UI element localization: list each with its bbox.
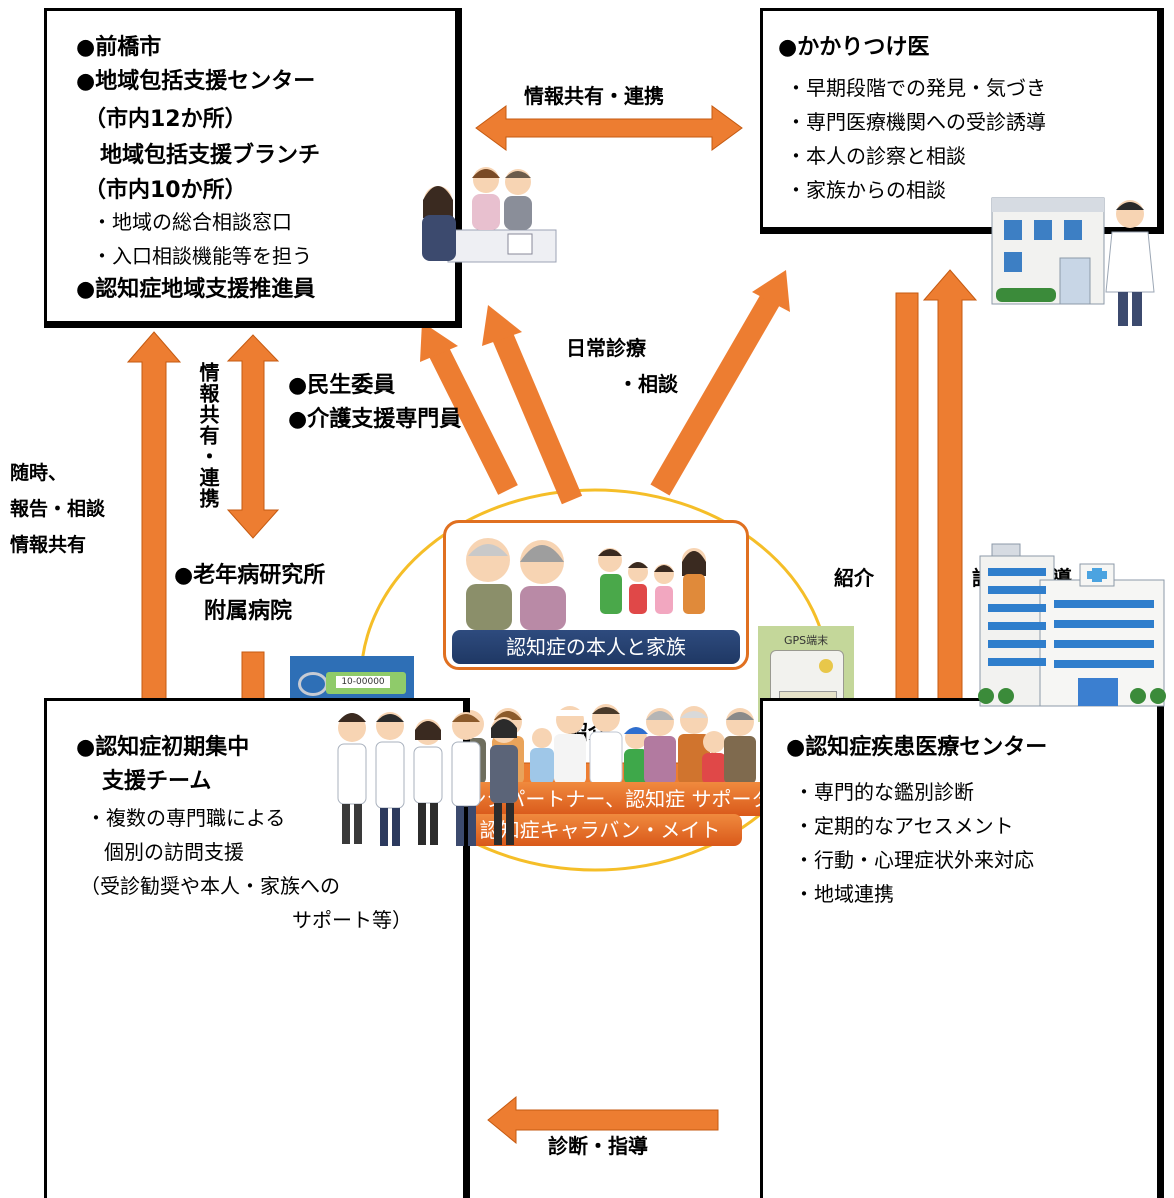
- key-ring: [298, 672, 328, 696]
- consultation-illustration: [422, 167, 557, 263]
- family-to-doctor-arrow: [650, 270, 790, 496]
- family-to-center-arrows: [420, 305, 583, 505]
- family-doctor-item-4: ・家族からの相談: [786, 178, 946, 202]
- referral-right-label: 紹介: [834, 566, 874, 590]
- daily-care-label: 日常診療: [566, 336, 646, 360]
- family-doctor-title: ●かかりつけ医: [778, 35, 930, 60]
- team-title-2: 支援チーム: [102, 769, 212, 794]
- minsei-label: ●民生委員: [288, 373, 396, 398]
- team-title-1: ●認知症初期集中: [76, 735, 250, 760]
- care-manager-label: ●介護支援専門員: [288, 407, 462, 432]
- team-desc-2: 個別の訪問支援: [104, 840, 244, 864]
- branch-title: 地域包括支援ブランチ: [100, 143, 321, 168]
- daily-consult-label: ・相談: [618, 372, 678, 396]
- team-desc-1: ・複数の専門職による: [86, 806, 286, 830]
- family-doctor-item-3: ・本人の診察と相談: [786, 144, 966, 168]
- family-doctor-item-2: ・専門医療機関への受診誘導: [786, 110, 1046, 134]
- gps-device-button: [819, 659, 833, 673]
- family-banner: 認知症の本人と家族: [452, 630, 740, 664]
- family-illustration: [466, 538, 706, 630]
- top-link-arrow: [475, 105, 743, 151]
- family-doctor-box: [760, 8, 1164, 234]
- top-link-label: 情報共有・連携: [524, 84, 664, 108]
- medical-center-item-1: ・専門的な鑑別診断: [794, 780, 974, 804]
- hospital-illustration: [978, 543, 1166, 707]
- gps-device-label: GPS端末: [784, 634, 829, 647]
- team-desc-3: （受診勧奨や本人・家族への: [80, 874, 340, 898]
- left-side-label-1: 随時、: [10, 462, 68, 484]
- community-center-count: （市内12か所）: [84, 107, 247, 132]
- dementia-promoter-title: ●認知症地域支援推進員: [76, 277, 316, 302]
- community-center-title: ●地域包括支援センター: [76, 69, 316, 94]
- id-tag-body: 10-00000: [326, 672, 406, 694]
- hospital-label-1: ●老年病研究所: [174, 563, 326, 588]
- left-double-arrow: [226, 334, 280, 539]
- hospital-label-2: 附属病院: [204, 599, 293, 624]
- medical-center-item-4: ・地域連携: [794, 882, 894, 906]
- medical-center-frame: [760, 698, 1164, 1198]
- maebashi-title: ●前橋市: [76, 35, 162, 60]
- left-side-label-3: 情報共有: [10, 534, 87, 556]
- medical-center-item-2: ・定期的なアセスメント: [794, 814, 1014, 838]
- branch-count: （市内10か所）: [84, 178, 247, 203]
- caravan-mate-banner: 認知症キャラバン・メイト: [458, 814, 742, 846]
- medical-center-item-3: ・行動・心理症状外来対応: [794, 848, 1034, 872]
- center-role-1: ・地域の総合相談窓口: [92, 210, 292, 234]
- left-side-label-2: 報告・相談: [10, 498, 106, 520]
- id-tag-code: 10-00000: [336, 676, 390, 688]
- clinic-illustration: [991, 197, 1155, 326]
- left-link-vertical-label: 情報共有・連携: [196, 362, 220, 509]
- diagnosis-bottom-label: 診断・指導: [548, 1134, 648, 1158]
- center-role-2: ・入口相談機能等を担う: [92, 244, 312, 268]
- medical-center-title: ●認知症疾患医療センター: [786, 735, 1048, 760]
- medical-staff-illustration: [337, 712, 518, 846]
- bottom-left-arrow: [487, 1095, 719, 1145]
- team-desc-4: サポート等）: [292, 908, 412, 932]
- maebashi-box: [44, 8, 462, 328]
- family-doctor-item-1: ・早期段階での発見・気づき: [786, 76, 1046, 100]
